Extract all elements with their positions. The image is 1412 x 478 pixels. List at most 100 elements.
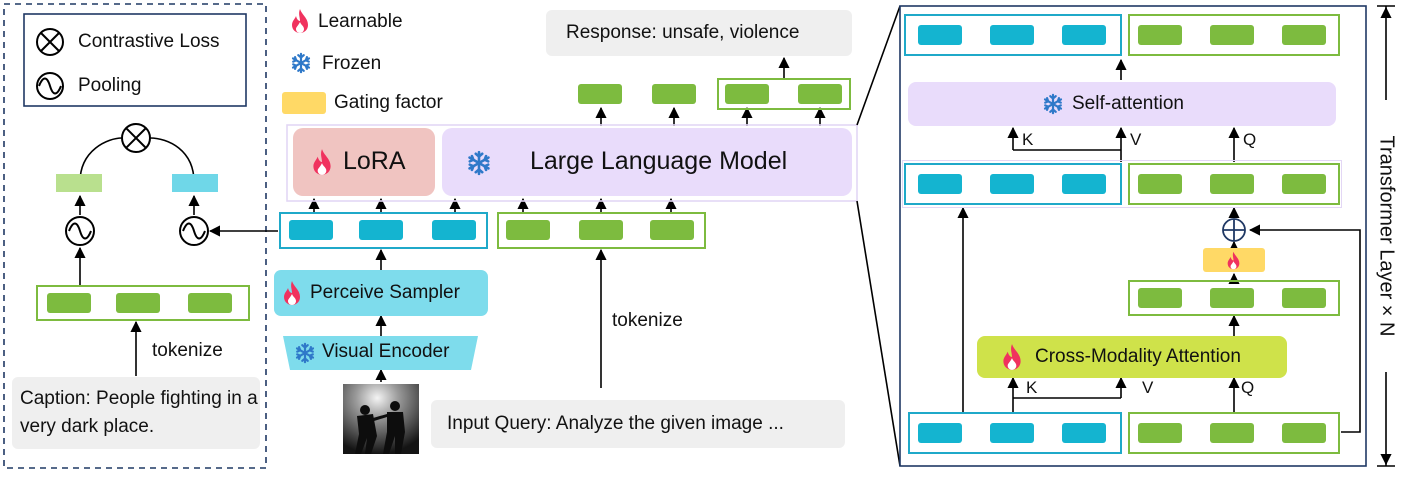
cross-attn-k-label: K (1026, 378, 1038, 397)
legend-box (23, 13, 247, 107)
text-token (1138, 288, 1182, 308)
visual-token (918, 25, 962, 45)
flame-icon (1003, 344, 1021, 370)
cross-circle-icon (121, 123, 151, 153)
text-token (1210, 174, 1254, 194)
output-text-token (652, 84, 696, 104)
transformer-layer-label: Transformer Layer × N (1375, 135, 1398, 337)
gating-factor-block (1203, 248, 1265, 272)
text-token (1210, 423, 1254, 443)
legend-pooling: Pooling (78, 75, 142, 96)
legend-frozen: Frozen (322, 53, 382, 74)
text-token (1282, 174, 1326, 194)
text-token (650, 220, 694, 240)
llm-block: Large Language Model (442, 128, 852, 196)
middle-row-frame (902, 160, 1342, 208)
visual-token-group (908, 412, 1122, 454)
add-circle-icon (1222, 218, 1246, 242)
snowflake-icon (291, 52, 311, 74)
snowflake-icon (1043, 93, 1063, 115)
response-box: Response: unsafe, violence (546, 10, 852, 56)
cross-attn-q-label: Q (1241, 378, 1255, 397)
text-token (579, 220, 623, 240)
output-text-token (578, 84, 622, 104)
text-token (1138, 423, 1182, 443)
text-token (188, 293, 232, 313)
flame-icon (292, 9, 308, 33)
text-token-group (1128, 14, 1340, 56)
text-token-group (1128, 280, 1340, 316)
cross-attn-v-label: V (1142, 378, 1154, 397)
pooled-text-feature (56, 174, 102, 192)
visual-token (359, 220, 403, 240)
wave-circle-icon (36, 72, 64, 100)
visual-token (918, 174, 962, 194)
gate-swatch (282, 92, 326, 114)
text-token (1138, 25, 1182, 45)
perceive-sampler-label: Perceive Sampler (310, 282, 460, 303)
cross-attention-label: Cross-Modality Attention (1035, 346, 1241, 367)
flame-icon (284, 281, 300, 305)
visual-token-group (904, 14, 1122, 56)
visual-token-group (279, 212, 488, 249)
response-text: Response: unsafe, violence (566, 22, 800, 43)
output-text-token (798, 84, 842, 104)
output-text-token (725, 84, 769, 104)
visual-token (918, 423, 962, 443)
cross-modality-attention-block: Cross-Modality Attention (977, 336, 1287, 378)
self-attn-q-label: Q (1243, 130, 1257, 149)
fight-photo-icon (343, 384, 419, 454)
wave-circle-icon (179, 216, 209, 246)
text-token (1138, 174, 1182, 194)
flame-icon (313, 149, 331, 175)
visual-token (1062, 423, 1106, 443)
perceive-sampler-block: Perceive Sampler (274, 270, 488, 316)
lora-label: LoRA (343, 147, 406, 175)
snowflake-icon (468, 150, 490, 176)
visual-encoder-label: Visual Encoder (322, 341, 450, 362)
legend-learnable: Learnable (318, 11, 403, 32)
text-token (1282, 288, 1326, 308)
llm-frame (286, 124, 858, 202)
text-token (1210, 288, 1254, 308)
visual-token (990, 25, 1034, 45)
text-token (47, 293, 91, 313)
query-token-group (497, 212, 706, 249)
input-query-box: Input Query: Analyze the given image ... (431, 400, 845, 448)
self-attention-label: Self-attention (1072, 93, 1184, 114)
snowflake-icon (295, 342, 315, 364)
legend-gating-factor: Gating factor (334, 92, 443, 113)
transformer-layer-panel (899, 5, 1367, 467)
middle-tokenize-label: tokenize (612, 310, 683, 331)
visual-token (1062, 174, 1106, 194)
visual-encoder-shape (283, 336, 478, 370)
text-token-group (1128, 163, 1340, 205)
left-tokenize-label: tokenize (152, 340, 223, 361)
caption-box: Caption: People fighting in a very dark … (12, 377, 260, 449)
self-attn-k-label: K (1022, 130, 1034, 149)
transformer-layer-label-wrap: Transformer Layer × N (1374, 100, 1398, 372)
visual-token (432, 220, 476, 240)
text-token (506, 220, 550, 240)
text-token (1210, 25, 1254, 45)
text-token-group (1128, 412, 1340, 454)
self-attn-v-label: V (1130, 130, 1142, 149)
caption-token-group (36, 285, 250, 321)
input-query-text: Input Query: Analyze the given image ... (447, 413, 784, 434)
visual-token-group (904, 163, 1122, 205)
llm-label: Large Language Model (530, 147, 788, 175)
input-image (343, 384, 419, 454)
visual-token (990, 423, 1034, 443)
legend-contrastive-loss: Contrastive Loss (78, 31, 220, 52)
pooled-visual-feature (172, 174, 218, 192)
visual-token (1062, 25, 1106, 45)
cross-circle-icon (36, 28, 64, 56)
text-token (116, 293, 160, 313)
visual-token (990, 174, 1034, 194)
visual-token (289, 220, 333, 240)
wave-circle-icon (65, 216, 95, 246)
text-token (1282, 423, 1326, 443)
caption-text: Caption: People fighting in a very dark … (20, 388, 258, 437)
lora-block: LoRA (293, 128, 435, 196)
